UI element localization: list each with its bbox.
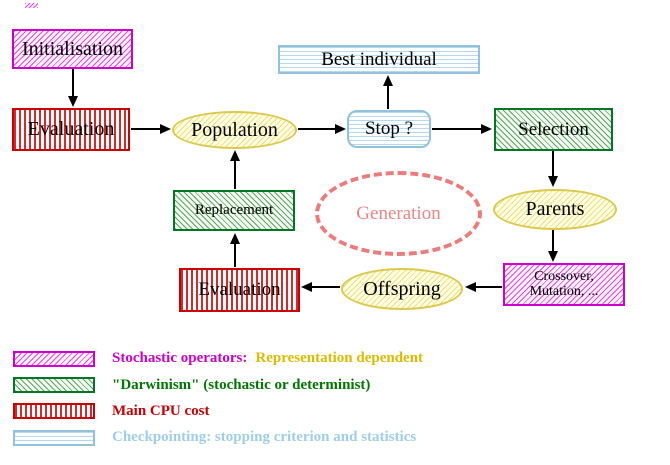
- arrow-stop-to-best-head: [383, 75, 393, 86]
- arrow-stop-to-best-line: [387, 85, 389, 109]
- legend-swatch-main-cpu-cost: [13, 403, 95, 419]
- legend-swatch-stochastic-operators: [13, 351, 95, 367]
- arrow-evaluation-to-replacement-head: [230, 233, 240, 244]
- legend-label-stochastic-operators: Stochastic operators: Representation depe…: [112, 350, 423, 367]
- legend-stochastic-detail: Representation dependent: [255, 350, 424, 366]
- arrow-replacement-to-population-line: [234, 160, 236, 189]
- arrow-stop-to-selection-head: [481, 124, 492, 134]
- node-best-individual: Best individual: [278, 45, 480, 74]
- arrow-evaluation-to-population-line: [131, 128, 161, 130]
- arrow-parents-to-crossover-line: [552, 230, 554, 252]
- node-evaluation-top: Evaluation: [12, 108, 130, 151]
- node-crossover-mutation: Crossover, Mutation, ...: [503, 263, 625, 306]
- arrow-selection-to-parents-head: [548, 176, 558, 187]
- arrow-init-to-evaluation-head: [68, 96, 78, 107]
- crossover-label-line2: Mutation, ...: [529, 283, 599, 299]
- arrow-population-to-stop-line: [298, 128, 336, 130]
- arrow-population-to-stop-head: [335, 124, 346, 134]
- arrow-evaluation-to-population-head: [160, 124, 171, 134]
- node-evaluation-bottom: Evaluation: [179, 268, 300, 312]
- arrow-selection-to-parents-line: [552, 151, 554, 177]
- stray-magenta-mark: [25, 3, 38, 8]
- legend-label-main-cpu-cost: Main CPU cost: [112, 403, 210, 419]
- legend-label-darwinism: "Darwinism" (stochastic or determinist): [112, 377, 371, 393]
- node-offspring: Offspring: [341, 268, 463, 310]
- node-population: Population: [172, 111, 297, 149]
- arrow-stop-to-selection-line: [432, 128, 482, 130]
- arrow-offspring-to-evaluation-line: [312, 286, 340, 288]
- node-initialisation: Initialisation: [12, 29, 133, 69]
- legend-label-checkpointing: Checkpointing: stopping criterion and st…: [112, 429, 417, 445]
- crossover-label-line1: Crossover,: [534, 268, 594, 284]
- node-generation-loop: Generation: [315, 171, 482, 256]
- legend-swatch-darwinism: [13, 377, 95, 393]
- arrow-replacement-to-population-head: [230, 150, 240, 161]
- arrow-evaluation-to-replacement-line: [234, 243, 236, 267]
- node-parents: Parents: [493, 189, 617, 230]
- arrow-crossover-to-offspring-head: [465, 282, 476, 292]
- node-replacement: Replacement: [173, 190, 295, 231]
- legend-swatch-checkpointing: [13, 430, 95, 446]
- arrow-init-to-evaluation-line: [72, 69, 74, 97]
- arrow-parents-to-crossover-head: [548, 251, 558, 262]
- arrow-offspring-to-evaluation-head: [301, 282, 312, 292]
- node-selection: Selection: [494, 108, 613, 151]
- legend-stochastic-label: Stochastic operators:: [112, 350, 248, 366]
- node-stop: Stop ?: [347, 110, 431, 148]
- arrow-crossover-to-offspring-line: [476, 286, 502, 288]
